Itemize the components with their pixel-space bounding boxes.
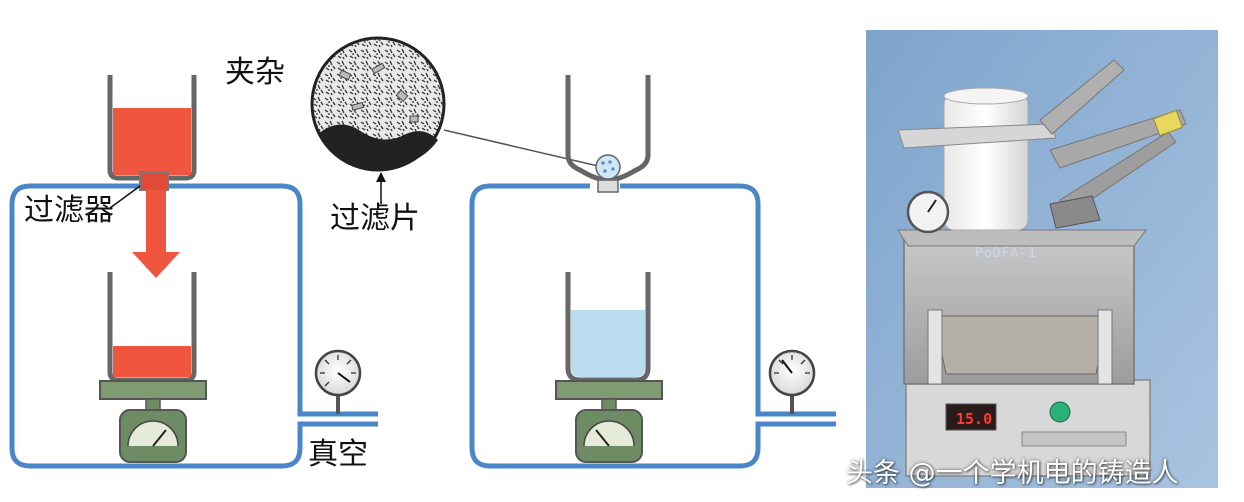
photo-arm-lower (1049, 109, 1187, 169)
label-inclusion: 夹杂 (225, 55, 285, 90)
left-apparatus (9, 75, 378, 469)
left-vacuum-chamber (9, 183, 378, 469)
middle-scale-dial (583, 420, 635, 447)
photo-gauge-needle (927, 199, 937, 213)
label-filter: 过滤器 (24, 193, 114, 228)
middle-scale-needle (595, 429, 610, 447)
left-scale-plate (99, 380, 207, 400)
label-filter-disc: 过滤片 (330, 201, 420, 236)
label-vacuum: 真空 (308, 437, 368, 472)
apparatus-photo (866, 30, 1218, 488)
magnified-particles (338, 62, 419, 123)
photo-top-platform (897, 229, 1147, 247)
filter-pointer (109, 185, 141, 209)
middle-filter-dots (601, 160, 615, 173)
middle-filter-disc (595, 154, 621, 180)
middle-filter-holder (597, 179, 619, 193)
middle-gauge-ticks (774, 355, 810, 374)
middle-apparatus (469, 75, 836, 469)
magnified-filter-view (310, 36, 599, 204)
photo-cylinder-top (943, 87, 1029, 105)
left-gauge-needle (337, 372, 351, 383)
flow-arrow (132, 190, 180, 278)
left-gauge-ticks (320, 355, 356, 387)
photo-yellow-tag (1153, 109, 1183, 137)
photo-shelf (897, 123, 1057, 149)
photo-panel-text: PoDFA-1 (975, 246, 1037, 261)
middle-scale-plate (555, 380, 663, 400)
middle-vacuum-chamber (469, 183, 836, 469)
photo-right-bracket (1097, 309, 1113, 385)
left-molten-metal-bottom (113, 346, 191, 377)
left-scale-needle (152, 429, 167, 447)
watermark: 头条 @一个学机电的铸造人 (846, 458, 1179, 489)
photo-green-knob (1049, 401, 1071, 423)
photo-left-bracket (927, 309, 943, 385)
left-scale-dial (127, 420, 179, 447)
photo-display-panel (945, 403, 997, 431)
photo-arm-upper (1039, 59, 1125, 135)
filter-disc-pointer-head (376, 172, 386, 182)
middle-water-fill (571, 310, 645, 377)
photo-scoop (1049, 195, 1101, 229)
photo-front-hood (933, 315, 1109, 375)
filter-body (139, 171, 169, 191)
photo-control-strip (1021, 431, 1127, 447)
middle-gauge-needle (781, 359, 793, 374)
photo-display-value: 15.0 (956, 410, 993, 428)
left-molten-metal-top (113, 108, 191, 175)
photo-white-cylinder (943, 93, 1029, 231)
magnifier-leader (443, 129, 599, 167)
magnified-dark-deposit (318, 124, 438, 170)
